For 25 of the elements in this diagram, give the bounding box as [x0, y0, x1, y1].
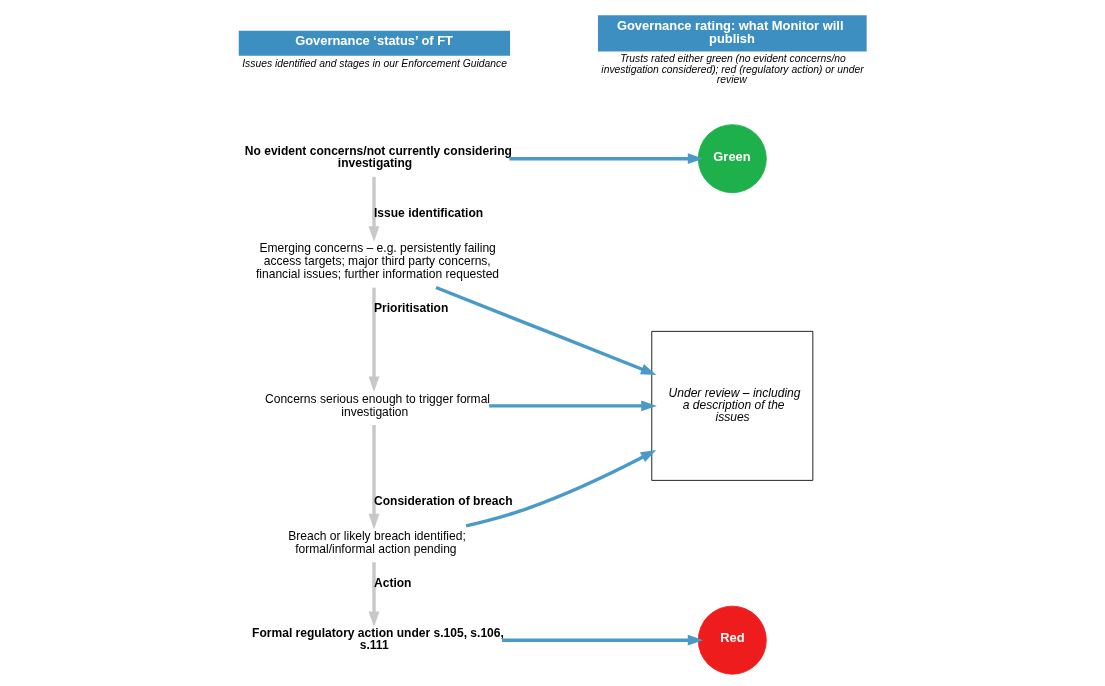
- node-text: Formal regulatory action under s.105, s.106, s.111: [252, 625, 504, 652]
- node-text: No evident concerns/not currently considering investigating: [244, 144, 512, 171]
- arrow: [489, 400, 657, 412]
- arrow: [502, 634, 704, 646]
- node-circle: Green: [697, 124, 767, 194]
- arrow: [368, 176, 380, 242]
- node-label: Issues identified and stages in our Enforcement Guidance: [242, 57, 507, 69]
- arrow: [368, 562, 380, 628]
- edge-label: Action: [373, 575, 412, 590]
- node-box: Governance ‘status’ of FT: [238, 30, 511, 56]
- node-box: Governance rating: what Monitor will publish: [597, 15, 867, 52]
- node-box: Under review – including a description of the issues: [651, 330, 814, 481]
- node-text: Concerns serious enough to trigger formal investigation: [265, 391, 491, 419]
- node-text: Breach or likely breach identified; formal/informal action pending: [288, 528, 466, 556]
- edge-label: Consideration of breach: [373, 493, 513, 508]
- edge-label: Issue identification: [373, 205, 484, 220]
- node-circle: Red: [697, 605, 767, 675]
- arrow: [509, 153, 704, 165]
- arrow: [435, 285, 657, 375]
- arrow: [465, 450, 657, 528]
- edge-label: Prioritisation: [373, 300, 449, 315]
- node-text: Emerging concerns – e.g. persistently failing access targets; major third party concerns, financial issues; further information requested: [255, 241, 500, 282]
- arrow: [368, 425, 380, 530]
- arrow: [368, 287, 380, 393]
- node-label: Trusts rated either green (no evident concerns/no investigation considered); red (regulatory action) or under review: [601, 53, 864, 85]
